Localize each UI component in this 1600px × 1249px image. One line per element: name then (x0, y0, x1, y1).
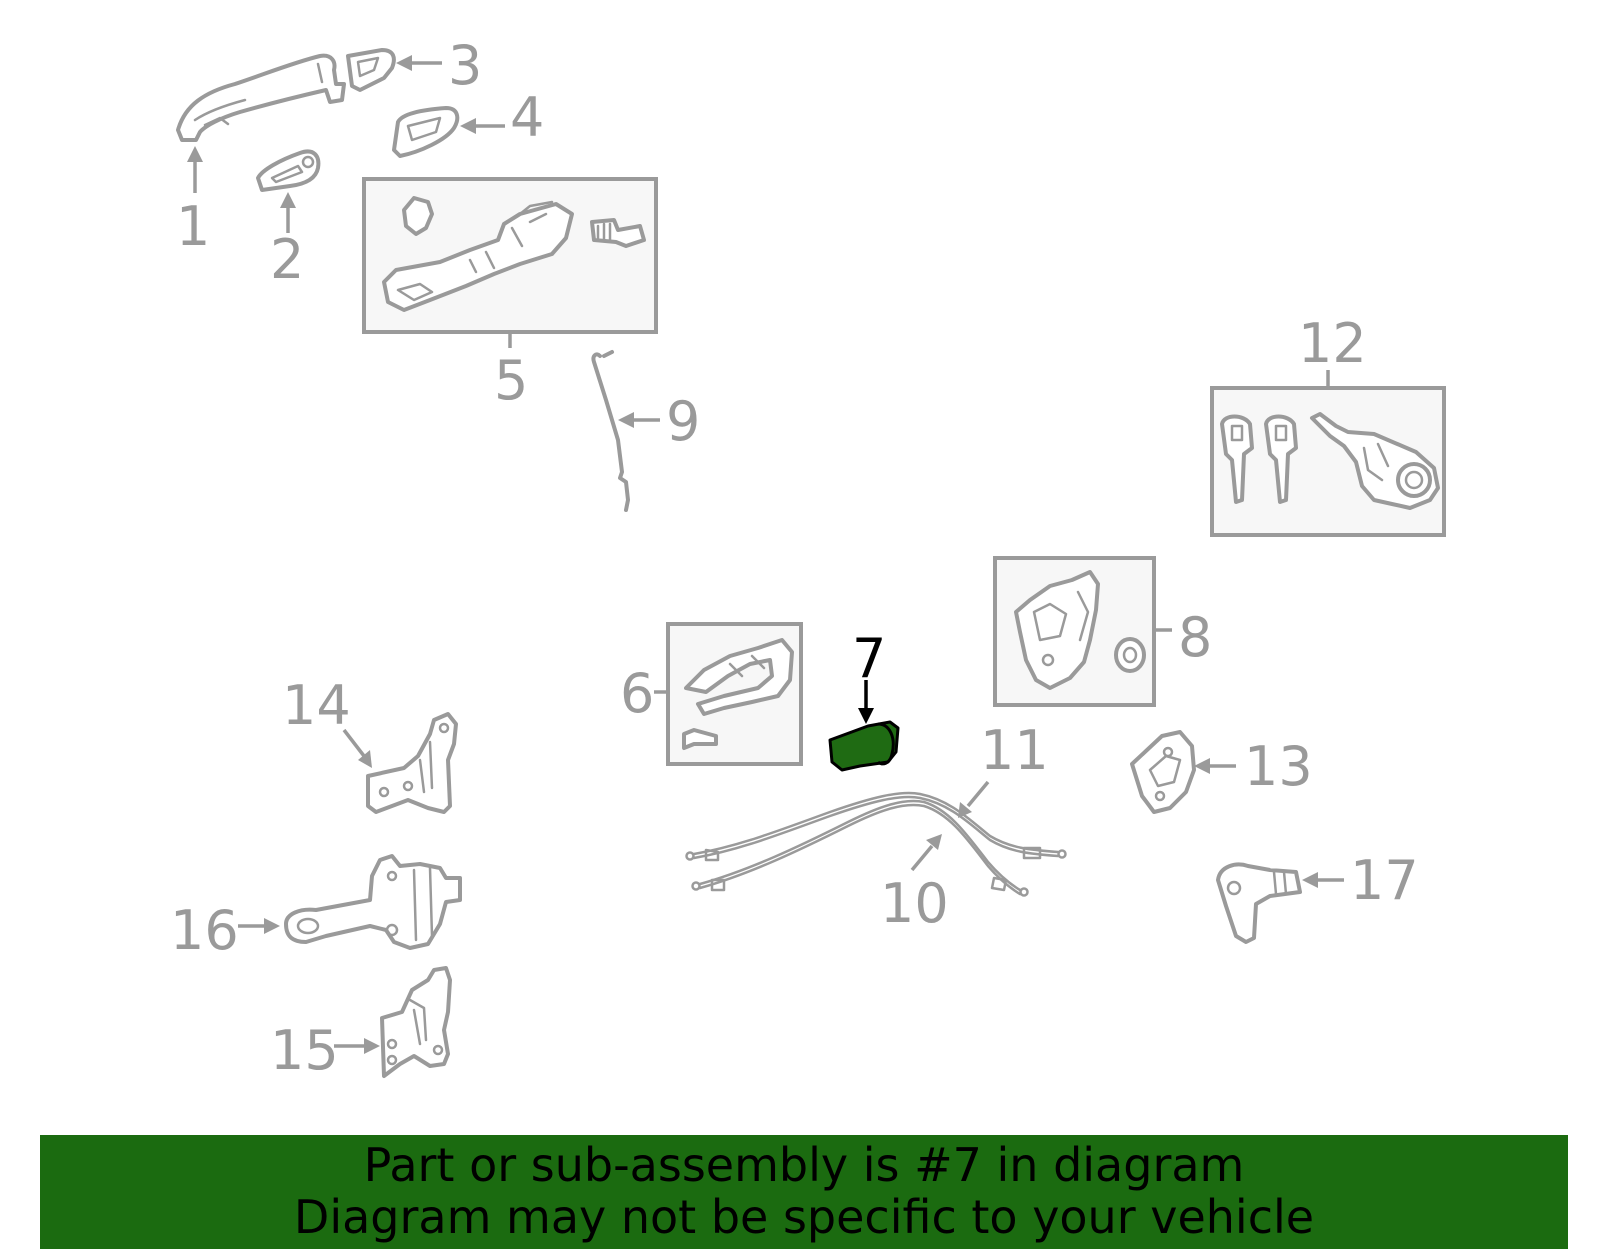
callout-5: 5 (494, 349, 528, 412)
banner-line-1: Part or sub-assembly is #7 in diagram (363, 1138, 1245, 1192)
part-5-handle-frame-assembly[interactable] (362, 177, 658, 334)
callout-10: 10 (880, 872, 949, 935)
part-6-inner-handle[interactable] (666, 622, 803, 766)
part-1-outer-handle[interactable] (176, 53, 346, 142)
callout-16: 16 (170, 899, 239, 962)
part-14-upper-hinge[interactable] (366, 712, 458, 814)
banner-line-2: Diagram may not be specific to your vehi… (293, 1190, 1315, 1244)
callout-11: 11 (980, 719, 1049, 782)
part-13-striker[interactable] (1130, 730, 1196, 814)
callout-17: 17 (1350, 849, 1419, 912)
callout-12: 12 (1298, 312, 1367, 375)
callout-1-leader (187, 146, 203, 193)
part-12-lock-cylinder-set[interactable] (1210, 386, 1446, 537)
part-7-highlighted[interactable] (828, 720, 900, 772)
part-17-door-switch[interactable] (1216, 862, 1302, 944)
callout-14-leader (342, 728, 372, 768)
part-4-cover[interactable] (392, 106, 460, 158)
callout-14: 14 (282, 674, 351, 737)
callout-9-leader (618, 412, 660, 428)
callout-13: 13 (1244, 735, 1313, 798)
part-3-handle-cap[interactable] (346, 48, 396, 92)
part-16-door-check[interactable] (284, 854, 462, 950)
callout-17-leader (1302, 872, 1344, 888)
part-15-lower-hinge[interactable] (380, 966, 452, 1078)
callout-4: 4 (510, 86, 544, 149)
callout-8: 8 (1178, 606, 1212, 669)
callout-1: 1 (176, 195, 210, 258)
part-9-rod[interactable] (591, 350, 630, 512)
callout-7: 7 (852, 627, 886, 690)
callout-6: 6 (620, 662, 654, 725)
callout-10-leader (910, 834, 942, 872)
callout-3: 3 (448, 34, 482, 97)
callout-2: 2 (270, 228, 304, 291)
callout-15: 15 (270, 1019, 339, 1082)
callout-7-leader (858, 680, 874, 724)
callout-11-leader (958, 780, 990, 818)
part-2-handle-pad[interactable] (256, 149, 321, 192)
part-10-11-cables[interactable] (685, 791, 1067, 897)
part-8-latch-assembly[interactable] (993, 556, 1156, 707)
callout-9: 9 (666, 390, 700, 453)
callout-16-leader (238, 918, 280, 934)
callout-2-leader (280, 192, 296, 233)
callout-15-leader (334, 1038, 380, 1054)
callout-13-leader (1194, 758, 1236, 774)
callout-4-leader (460, 118, 505, 134)
callout-3-leader (396, 55, 442, 71)
info-banner: Part or sub-assembly is #7 in diagram Di… (40, 1135, 1568, 1249)
